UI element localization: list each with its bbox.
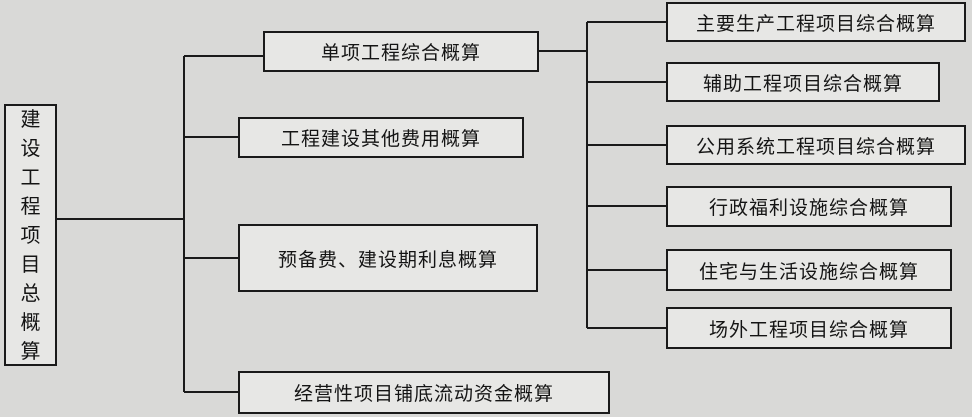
root-char: 概: [20, 309, 41, 334]
root-char: 建: [20, 106, 41, 131]
root-node: 建 设 工 程 项 目 总 概 算: [4, 104, 57, 366]
root-char: 项: [20, 222, 41, 247]
node-housing-living: 住宅与生活设施综合概算: [666, 249, 952, 291]
root-char: 程: [20, 193, 41, 218]
node-other-construction-costs: 工程建设其他费用概算: [238, 117, 524, 158]
node-admin-welfare: 行政福利设施综合概算: [666, 186, 952, 227]
root-char: 目: [20, 251, 41, 276]
root-char: 总: [20, 280, 41, 305]
root-char: 工: [20, 164, 41, 189]
root-char: 算: [20, 338, 41, 363]
node-main-production: 主要生产工程项目综合概算: [666, 2, 966, 42]
node-public-systems: 公用系统工程项目综合概算: [666, 125, 966, 165]
node-single-project-estimate: 单项工程综合概算: [263, 31, 539, 72]
node-offsite-works: 场外工程项目综合概算: [666, 307, 952, 349]
node-auxiliary-works: 辅助工程项目综合概算: [666, 62, 940, 102]
root-char: 设: [20, 135, 41, 160]
node-working-capital: 经营性项目铺底流动资金概算: [238, 371, 610, 414]
node-reserve-and-interest: 预备费、建设期利息概算: [238, 224, 538, 292]
